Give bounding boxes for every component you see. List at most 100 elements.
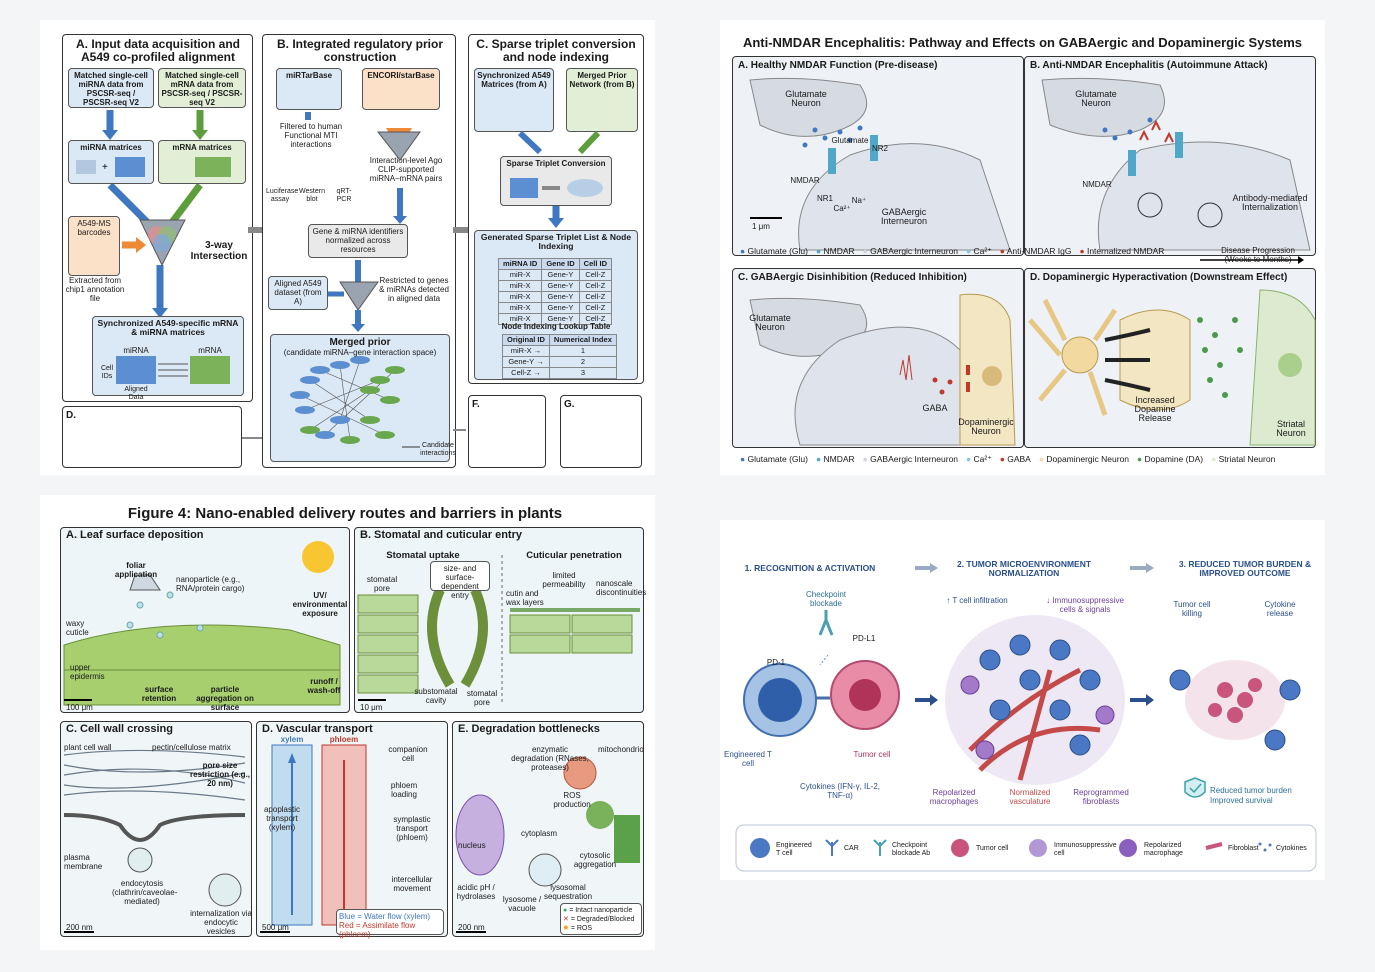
lyso-seq-label: lysosomal sequestration (543, 883, 593, 901)
barcodes-box: A549-MS barcodes (68, 216, 120, 276)
lookup-cell: Gene-Y → (502, 356, 550, 368)
nr2-label: NR2 (871, 144, 888, 153)
panel-d-label: D. (66, 410, 76, 421)
p2-title: Anti-NMDAR Encephalitis: Pathway and Eff… (742, 35, 1303, 50)
pectin-label: pectin/cellulose matrix (152, 743, 231, 752)
striatal-label: Striatal Neuron (1276, 419, 1306, 438)
intern-label: internalization via endocytic vesicles (190, 909, 252, 936)
lyso-label: lysosome / vacuole (502, 895, 542, 913)
mrna-data-box: Matched single-cell mRNA data from PSCSR… (158, 68, 246, 108)
mirtarbase-box: miRTarBase (276, 68, 342, 110)
label-mirna: miRNA (123, 346, 149, 355)
panel-f-box (468, 395, 546, 468)
legend-item: ● Ca²⁺ (966, 454, 992, 464)
leg4-6: Fibroblast (1228, 845, 1259, 852)
intersection-label: 3-way Intersection (190, 240, 248, 262)
legend-item: ● NMDAR (816, 246, 855, 256)
extracted-label: Extracted from chip1 annotation file (65, 276, 125, 303)
legend-item: ● Dopaminergic Neuron (1039, 454, 1129, 464)
filtered-label: Filtered to human Functional MTI interac… (279, 122, 343, 149)
scale-200: 200 nm (66, 923, 93, 932)
lookup-header: Original ID (502, 334, 550, 346)
legend-text: Ca²⁺ (971, 246, 992, 256)
table-cell: Gene-Y (541, 313, 580, 325)
table-cell: Cell-Z (578, 280, 613, 292)
eng-t-label: Engineered T cell (724, 750, 772, 768)
dvasc-legend: Blue = Water flow (xylem) Red = Assimila… (336, 909, 444, 939)
matrix-icons-a: + (76, 157, 231, 177)
p4-h3: 3. REDUCED TUMOR BURDEN & IMPROVED OUTCO… (1178, 559, 1312, 578)
scale-200b: 200 nm (458, 923, 485, 932)
neuron-drawings (749, 77, 1316, 446)
merged-network-box: Merged Prior Network (from B) (566, 68, 638, 132)
legend-text: Striatal Neuron (1216, 454, 1276, 464)
glu-neuron-c: Glutamate Neuron (749, 313, 791, 332)
leg4-1: CAR (844, 845, 859, 852)
panel-a-title: A. Input data acquisition and A549 co-pr… (75, 37, 240, 64)
table-header: miRNA ID (497, 258, 543, 270)
legend-item: ● Glutamate (Glu) (740, 246, 808, 256)
p3-d-title: D. Vascular transport (262, 723, 373, 735)
plant-wall-label: plant cell wall (64, 743, 112, 752)
reduced-label: Reduced tumor burden (1210, 786, 1292, 795)
table-cell: Cell-Z (578, 291, 613, 303)
aligned-dataset-box: Aligned A549 dataset (from A) (268, 276, 328, 310)
legend-item: ● GABAergic Interneuron (863, 246, 958, 256)
legend-item: ● Anti-NMDAR IgG (1000, 246, 1072, 256)
scale-500: 500 μm (262, 923, 289, 932)
ca-label: Ca²⁺ (833, 204, 851, 213)
uv-label: UV/ environmental exposure (292, 591, 348, 618)
table-cell: miR-X (497, 302, 543, 314)
table-header: Gene ID (541, 258, 580, 270)
synced-matrices (116, 356, 230, 384)
cytoplasm-label: cytoplasm (520, 829, 557, 838)
legend-swatch-icon: ● (999, 246, 1005, 256)
foliar-label: foliar application (114, 561, 158, 579)
table-cell: Gene-Y (541, 302, 580, 314)
legend-swatch-icon: ● (966, 246, 972, 256)
panel-g-label: G. (564, 399, 575, 410)
stomatal-pore: stomatal pore (366, 575, 398, 593)
repol-label: Repolarized macrophages (929, 788, 979, 806)
table-cell: Gene-Y (541, 280, 580, 292)
na-label: Na⁺ (851, 196, 867, 205)
legend-text: Dopamine (DA) (1142, 454, 1204, 464)
panel-b-title: B. Integrated regulatory prior construct… (276, 37, 444, 64)
ros-label: ROS production (553, 791, 591, 809)
progression-label: Disease Progression (Weeks to Months) (1221, 246, 1295, 264)
waxy-label: waxy cuticle (66, 619, 89, 637)
size-dep-label: size- and surface-dependent entry (430, 561, 490, 600)
legend-swatch-icon: ● (815, 454, 822, 464)
legend-item: ● NMDAR (816, 454, 855, 464)
stomatal-pore-2: stomatal pore (466, 689, 498, 707)
legend-item: ● Glutamate (Glu) (740, 454, 808, 464)
leg4-7: Cytokines (1276, 845, 1307, 852)
legend-text: Anti-NMDAR IgG (1004, 246, 1072, 256)
network-graph (242, 112, 468, 448)
lookup-cell: 2 (548, 356, 617, 368)
p3-e-title: E. Degradation bottlenecks (458, 723, 600, 735)
legend-item: ● Striatal Neuron (1211, 454, 1275, 464)
table-header: Cell ID (578, 258, 613, 270)
lookup-row: Gene-Y →2 (502, 356, 617, 368)
lookup-row: miR-X →1 (502, 345, 617, 357)
legend-text: NMDAR (821, 454, 855, 464)
cytokines-label: Cytokines (IFN-γ, IL-2, TNF-α) (800, 782, 881, 800)
p2-a-title: A. Healthy NMDAR Function (Pre-disease) (738, 60, 938, 71)
cutin-label: cutin and wax layers (506, 589, 544, 607)
lookup-title: Node Indexing Lookup Table (501, 322, 611, 331)
table-cell: Cell-Z (578, 302, 613, 314)
lookup-cell: 3 (548, 367, 617, 379)
interaction-label: Interaction-level Ago CLIP-supported miR… (369, 156, 443, 183)
immuno-drawings (735, 563, 1317, 872)
stomatal-uptake: Stomatal uptake (386, 550, 460, 561)
glutamate-label: Glutamate (831, 136, 869, 145)
glu-neuron-b: Glutamate Neuron (1075, 89, 1117, 108)
t-inf-label: ↑ T cell infiltration (946, 596, 1008, 605)
legend-swatch-icon: ● (1038, 454, 1044, 464)
table-cell: miR-X (497, 291, 543, 303)
immuno-label: ↓ Immunosuppressive cells & signals (1046, 596, 1124, 614)
table-cell: miR-X (497, 269, 543, 281)
